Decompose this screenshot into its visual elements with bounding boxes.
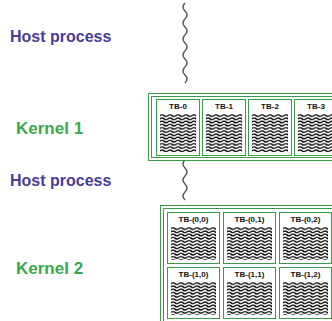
block-label: TB-0 <box>157 100 199 112</box>
block-label: TB-(0,1) <box>224 213 275 225</box>
thread-block-box: TB-(0,1) <box>223 212 276 264</box>
thread-block-box: TB-0 <box>156 99 200 156</box>
thread-hatching <box>160 114 196 152</box>
block-label: TB-(1,1) <box>224 268 275 280</box>
thread-hatching <box>298 114 332 152</box>
thread-block-box: TB-(1,1) <box>223 267 276 319</box>
thread-wave <box>183 3 187 83</box>
thread-wave <box>183 160 187 200</box>
thread-block-box: TB-(1,2) <box>279 267 332 319</box>
block-label: TB-(0,0) <box>168 213 219 225</box>
thread-hatching <box>283 282 328 315</box>
kernel-label: Kernel 2 <box>16 259 83 279</box>
thread-block-box: TB-3 <box>294 99 332 156</box>
thread-hatching <box>171 282 216 315</box>
kernel-label: Kernel 1 <box>16 119 83 139</box>
block-label: TB-(1,2) <box>280 268 331 280</box>
thread-block-box: TB-1 <box>202 99 246 156</box>
thread-hatching <box>252 114 288 152</box>
thread-block-box: TB-(1,0) <box>167 267 220 319</box>
thread-block-box: TB-2 <box>248 99 292 156</box>
block-label: TB-2 <box>249 100 291 112</box>
host-label: Host process <box>10 172 111 190</box>
thread-hatching <box>227 282 272 315</box>
thread-block-box: TB-(0,2) <box>279 212 332 264</box>
thread-hatching <box>171 227 216 260</box>
block-label: TB-3 <box>295 100 332 112</box>
thread-block-box: TB-(0,0) <box>167 212 220 264</box>
block-label: TB-1 <box>203 100 245 112</box>
thread-hatching <box>283 227 328 260</box>
block-label: TB-(0,2) <box>280 213 331 225</box>
kernel-grid: Kernel 2TB-(0,0)TB-(0,1)TB-(0,2)TB-(1,0)… <box>160 205 332 321</box>
thread-hatching <box>227 227 272 260</box>
thread-hatching <box>206 114 242 152</box>
host-label: Host process <box>10 28 111 46</box>
kernel-grid: Kernel 1TB-0TB-1TB-2TB-3 <box>148 93 332 161</box>
block-label: TB-(1,0) <box>168 268 219 280</box>
